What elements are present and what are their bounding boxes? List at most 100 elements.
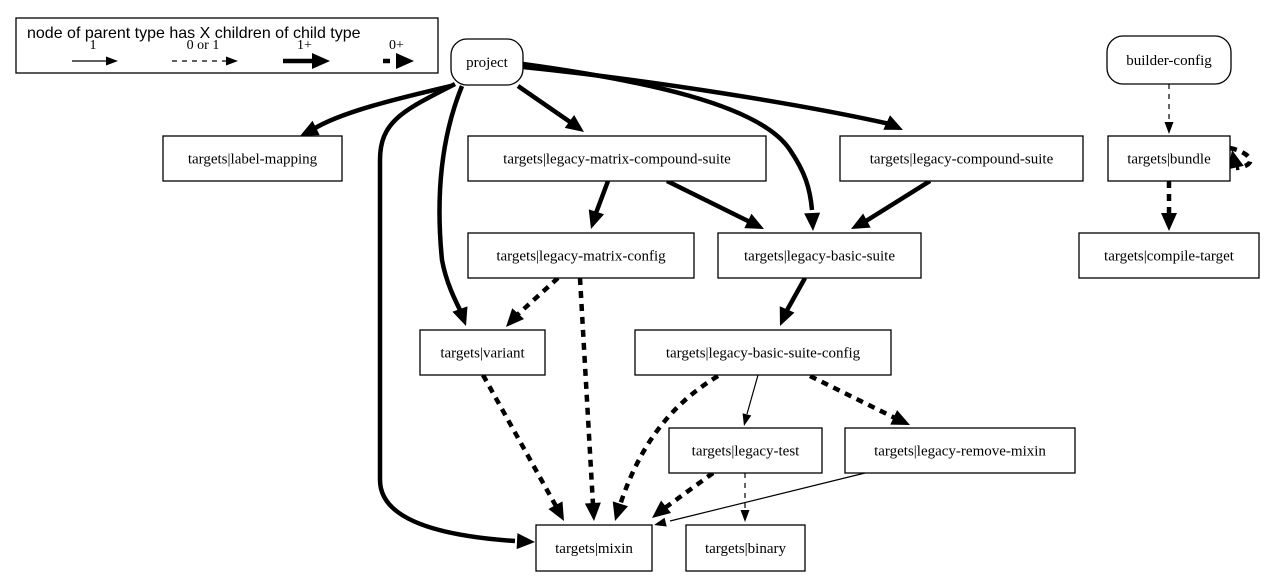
edge-arrowhead — [779, 306, 795, 326]
edge-project-to-legacy-compound-suite — [522, 64, 903, 130]
node-legacy-test: targets|legacy-test — [668, 427, 823, 474]
edge-line — [864, 179, 932, 223]
edge-legacy-test-to-mixin — [652, 471, 715, 518]
node-label: project — [466, 55, 508, 71]
edge-arrowhead — [506, 308, 525, 327]
edge-project-to-legacy-matrix-compound-suite — [516, 84, 584, 132]
edge-arrowhead — [654, 517, 667, 527]
edge-bundle-to-compile-target — [1161, 181, 1177, 231]
edge-legacy-matrix-config-to-mixin — [577, 277, 601, 521]
edge-legacy-compound-suite-to-legacy-basic-suite — [851, 179, 932, 229]
node-label: targets|legacy-matrix-config — [496, 249, 666, 265]
legend-item-zero-or-one: 0 or 1 — [172, 38, 238, 66]
node-box — [467, 135, 767, 182]
node-label: targets|mixin — [555, 541, 633, 557]
legend-item-arrowhead — [396, 53, 414, 69]
edge-arrowhead — [744, 213, 764, 229]
node-legacy-matrix-config: targets|legacy-matrix-config — [467, 232, 695, 279]
node-box — [717, 232, 922, 279]
edge-project-to-variant — [437, 85, 468, 326]
edge-arrowhead — [1161, 213, 1177, 231]
legend-item-label: 0+ — [389, 38, 404, 53]
node-label: targets|legacy-basic-suite-config — [666, 346, 861, 362]
edge-legacy-basic-suite-to-legacy-basic-suite-config — [779, 276, 807, 326]
edge-arrowhead — [564, 114, 584, 132]
edges — [300, 61, 1253, 550]
node-box — [162, 135, 343, 182]
node-box — [467, 232, 695, 279]
node-label: targets|legacy-test — [692, 444, 801, 460]
edge-line — [593, 180, 611, 214]
node-box — [839, 135, 1084, 182]
node-legacy-remove-mixin: targets|legacy-remove-mixin — [844, 427, 1076, 474]
node-box — [419, 329, 546, 376]
node-label: builder-config — [1126, 53, 1212, 69]
legend-item-label: 1+ — [297, 38, 312, 53]
edge-legacy-basic-suite-config-to-mixin — [612, 374, 720, 521]
node-legacy-matrix-compound-suite: targets|legacy-matrix-compound-suite — [467, 135, 767, 182]
edge-line — [617, 374, 720, 506]
node-mixin: targets|mixin — [535, 524, 653, 572]
node-box — [844, 427, 1076, 474]
legend-item-zero-plus: 0+ — [383, 38, 414, 69]
edge-project-to-legacy-basic-suite — [522, 61, 821, 231]
legend-item-label: 0 or 1 — [187, 38, 220, 53]
legend-item-arrowhead — [312, 53, 330, 69]
legend: node of parent type has X children of ch… — [15, 17, 439, 74]
node-label: targets|variant — [440, 346, 525, 362]
edge-arrowhead — [584, 502, 601, 521]
edge-arrowhead — [851, 213, 871, 229]
edge-line — [377, 82, 516, 544]
edge-arrowhead — [883, 115, 903, 130]
edge-arrowhead — [804, 212, 821, 231]
node-box — [668, 427, 823, 474]
node-label: targets|label-mapping — [188, 152, 318, 168]
legend-title: node of parent type has X children of ch… — [27, 25, 361, 42]
edge-builder-config-to-bundle — [1164, 84, 1174, 134]
edge-legacy-basic-suite-config-to-legacy-remove-mixin — [809, 373, 910, 425]
edge-line — [784, 276, 807, 314]
edge-line — [746, 374, 759, 415]
node-box — [1106, 35, 1232, 85]
node-label: targets|binary — [705, 541, 787, 557]
edge-line — [437, 85, 465, 314]
node-label: targets|legacy-compound-suite — [870, 152, 1054, 168]
edge-line — [660, 471, 715, 512]
edge-arrowhead — [740, 510, 750, 522]
edge-arrowhead — [548, 501, 564, 521]
edge-legacy-test-to-binary — [740, 473, 750, 522]
edge-line — [516, 84, 575, 126]
legend-item-one-plus: 1+ — [283, 38, 330, 69]
node-label: targets|compile-target — [1104, 249, 1235, 265]
edge-arrowhead — [516, 533, 535, 550]
node-label-mapping: targets|label-mapping — [162, 135, 343, 182]
node-label: targets|bundle — [1127, 152, 1211, 168]
edge-line — [310, 83, 452, 132]
edge-arrowhead — [742, 413, 752, 426]
legend-item-label: 1 — [90, 38, 97, 53]
edge-legacy-matrix-config-to-variant — [506, 276, 560, 327]
edge-legacy-remove-mixin-to-mixin — [654, 472, 866, 527]
edge-arrowhead — [652, 500, 672, 518]
edge-line — [522, 61, 815, 211]
edge-arrowhead — [588, 209, 605, 229]
node-binary: targets|binary — [685, 524, 806, 572]
node-builder-config: builder-config — [1106, 35, 1232, 85]
node-variant: targets|variant — [419, 329, 546, 376]
edge-line — [522, 64, 891, 127]
node-label: targets|legacy-remove-mixin — [874, 444, 1046, 460]
edge-bundle-to-bundle — [1228, 145, 1253, 171]
edge-line — [666, 178, 751, 225]
legend-item-one: 1 — [72, 38, 118, 66]
node-box — [634, 329, 892, 376]
edge-arrowhead — [452, 306, 468, 326]
edge-legacy-basic-suite-config-to-legacy-test — [742, 374, 759, 426]
edge-line — [514, 276, 560, 318]
edge-arrowhead — [1164, 122, 1174, 134]
node-box — [1107, 135, 1231, 182]
edge-arrowhead — [1228, 150, 1244, 170]
edge-line — [669, 472, 866, 522]
node-box — [535, 524, 653, 572]
node-legacy-compound-suite: targets|legacy-compound-suite — [839, 135, 1084, 182]
